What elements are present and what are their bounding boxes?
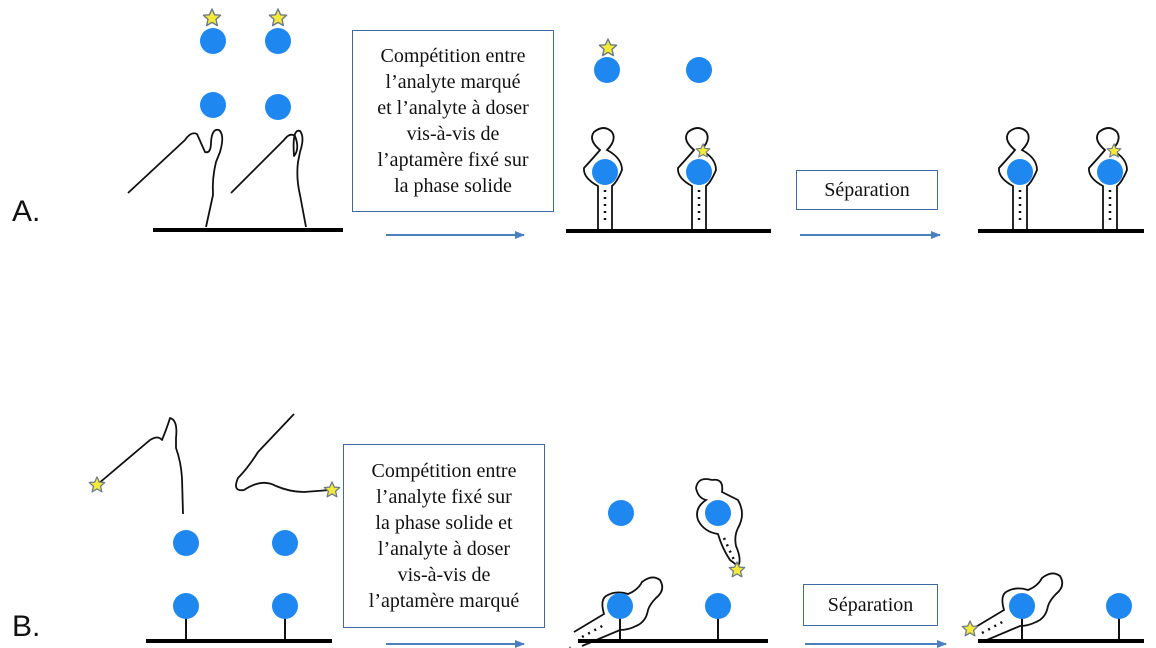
competition-b-line-3: la phase solide et — [375, 512, 513, 534]
star-label-a2 — [268, 8, 288, 27]
star-label-a3 — [598, 38, 618, 57]
competition-b-line-4: l’analyte à doser — [377, 538, 511, 560]
folded-aptamer-a2 — [677, 127, 717, 230]
fixed-analyte-b4 — [705, 593, 731, 619]
competition-box-a: Compétition entre l’analyte marqué et l’… — [352, 30, 554, 212]
tilted-aptamer-b1 — [573, 576, 664, 647]
fixed-analyte-b2 — [272, 593, 298, 619]
free-analyte-b1 — [173, 530, 199, 556]
star-label-b5 — [961, 620, 979, 637]
fixed-analyte-b5 — [1009, 593, 1035, 619]
competition-b-line-2: l’analyte fixé sur — [376, 486, 512, 508]
star-label-b2 — [323, 481, 341, 498]
panel-a-label: A. — [12, 195, 41, 228]
free-analyte-a1 — [200, 92, 226, 118]
separation-b-label: Séparation — [827, 593, 914, 616]
star-label-a1 — [202, 8, 222, 27]
competition-a-line-3: et l’analyte à doser — [377, 97, 529, 119]
competition-a-line-4: vis-à-vis de — [406, 123, 500, 145]
bound-analyte-a4 — [1097, 159, 1123, 185]
separation-box-a: Séparation — [796, 170, 938, 210]
fixed-analyte-b3 — [607, 593, 633, 619]
competition-b-line-6: l’aptamère marqué — [368, 590, 520, 612]
bound-analyte-a2 — [686, 159, 712, 185]
free-analyte-b3 — [608, 500, 634, 526]
competition-b-line-1: Compétition entre — [371, 460, 517, 482]
fixed-analyte-b1 — [173, 593, 199, 619]
competition-b-line-5: vis-à-vis de — [397, 564, 491, 586]
aptamer-strand-a1 — [127, 128, 224, 228]
competition-a-line-1: Compétition entre — [380, 45, 526, 67]
free-analyte-a3 — [686, 57, 712, 83]
labeled-analyte-a1 — [200, 28, 226, 54]
labeled-analyte-a2 — [265, 28, 291, 54]
competition-a-line-5: l’aptamère fixé sur — [377, 149, 529, 171]
fixed-analyte-b6 — [1106, 593, 1132, 619]
folded-aptamer-a1 — [583, 127, 623, 230]
separation-a-label: Séparation — [824, 178, 910, 201]
free-analyte-b2 — [272, 530, 298, 556]
free-analyte-a2 — [265, 94, 291, 120]
panel-b-label: B. — [12, 610, 41, 643]
bound-analyte-a1 — [592, 159, 618, 185]
labeled-analyte-a3 — [594, 57, 620, 83]
labeled-aptamer-b1 — [97, 417, 184, 515]
free-folded-aptamer-b2 — [695, 478, 743, 568]
tilted-aptamer-b3 — [973, 572, 1064, 643]
labeled-aptamer-b2 — [235, 413, 331, 493]
folded-aptamer-a4 — [1088, 127, 1128, 230]
bound-analyte-b1 — [705, 500, 731, 526]
bound-analyte-a3 — [1007, 159, 1033, 185]
aptamer-strand-a2 — [230, 129, 307, 228]
competition-a-line-6: la phase solide — [394, 175, 512, 197]
separation-box-b: Séparation — [803, 584, 938, 626]
competition-a-line-2: l’analyte marqué — [385, 71, 521, 93]
competition-box-b: Compétition entre l’analyte fixé sur la … — [343, 444, 545, 628]
folded-aptamer-a3 — [998, 127, 1038, 230]
star-label-b4 — [728, 561, 746, 578]
